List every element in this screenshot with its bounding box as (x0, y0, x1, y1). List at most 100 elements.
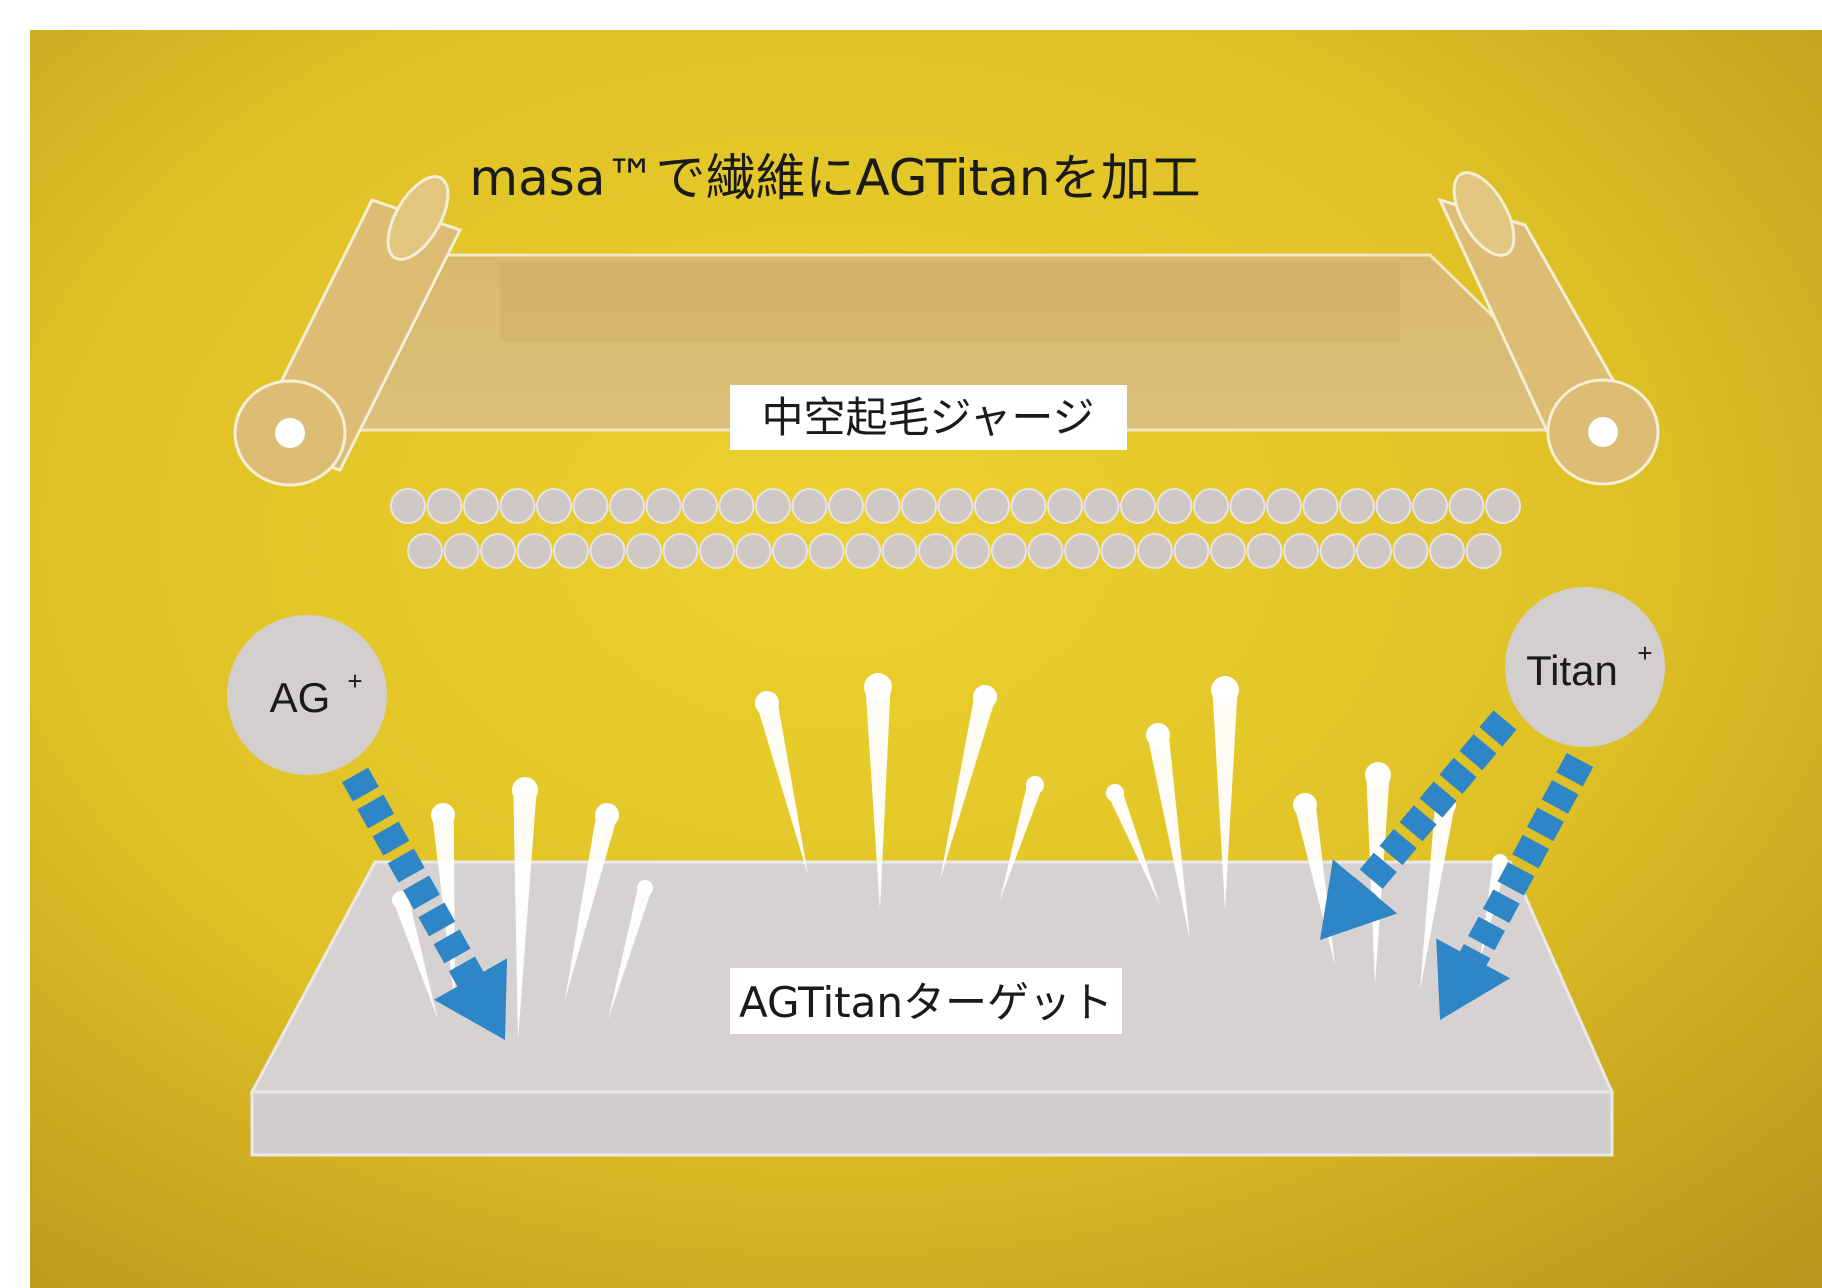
fiber-particle (755, 488, 791, 524)
fiber-particle (1412, 488, 1448, 524)
fiber-particle (1392, 533, 1429, 569)
fiber-particle (645, 488, 682, 524)
fiber-particle (1246, 533, 1283, 569)
spike-head (1211, 676, 1239, 704)
target-label-box (730, 968, 1122, 1034)
fiber-particle (1319, 533, 1356, 569)
fiber-particle (682, 488, 718, 524)
spike-head (431, 803, 455, 827)
fiber-particle (1120, 488, 1156, 524)
spike (1420, 805, 1455, 990)
spike-head (595, 803, 619, 827)
fiber-particle (1283, 533, 1319, 569)
fiber-particle (991, 533, 1027, 569)
fiber-particle (553, 533, 589, 569)
titan-ion: Titan + (1505, 587, 1665, 747)
arrow-shaft (1459, 752, 1594, 966)
fiber-particle (845, 533, 881, 569)
spike (392, 900, 438, 1020)
fiber-particle (516, 533, 553, 569)
fiber-particle (609, 488, 645, 524)
spike (940, 697, 996, 880)
right-roller (1437, 171, 1660, 486)
fiber-particle (536, 488, 572, 524)
sputter-spikes (392, 673, 1508, 1040)
spike (608, 888, 653, 1020)
fiber-particles (390, 488, 1521, 569)
fiber-particle (1210, 533, 1246, 569)
fiber-particle (954, 533, 991, 569)
fiber-particle (881, 533, 918, 569)
fiber-particle (901, 488, 937, 524)
ag-ion-label: AG (270, 674, 331, 721)
fiber-particle (974, 488, 1010, 524)
ag-ion-charge: + (347, 666, 362, 696)
fiber-particle (390, 488, 426, 524)
fiber-particle (1485, 488, 1521, 524)
spike-head (1106, 784, 1124, 802)
ag-ion-circle (227, 615, 387, 775)
arrow-shaft (341, 767, 484, 987)
fabric-label: 中空起毛ジャージ (761, 393, 1094, 442)
spike (1000, 785, 1044, 900)
fiber-particle (699, 533, 735, 569)
spike-head (1146, 723, 1170, 747)
fiber-particle (1193, 488, 1229, 524)
fiber-particle (1137, 533, 1173, 569)
fiber-particle (589, 533, 626, 569)
spike-head (1365, 762, 1391, 788)
roller-hole (1588, 417, 1618, 447)
fiber-particle (1356, 533, 1392, 569)
fiber-particle (463, 488, 499, 524)
fiber-particle (828, 488, 864, 524)
fiber-particle (1047, 488, 1083, 524)
fiber-particle (791, 488, 828, 524)
spike-head (755, 691, 779, 715)
spike (1106, 793, 1160, 905)
fiber-particle (937, 488, 974, 524)
fiber-particle (1375, 488, 1412, 524)
fiber-particle (443, 533, 480, 569)
ion-arrows (341, 710, 1594, 1040)
fabric-texture (500, 262, 1400, 342)
fiber-particle (735, 533, 772, 569)
fiber-particle (572, 488, 609, 524)
spike (1212, 690, 1238, 910)
spike (565, 815, 618, 1000)
fabric-label-box (730, 385, 1127, 450)
roller-hole (275, 418, 305, 448)
fiber-particle (808, 533, 845, 569)
fiber-particle (918, 533, 954, 569)
fiber-particle (626, 533, 662, 569)
fiber-particle (1429, 533, 1465, 569)
arrow-head (1436, 938, 1511, 1020)
fiber-particle (1010, 488, 1047, 524)
spike (865, 687, 891, 910)
titan-ion-charge: + (1637, 638, 1652, 668)
titan-ion-label: Titan (1526, 647, 1618, 694)
arrow-shaft (1353, 710, 1517, 897)
spike (513, 790, 537, 1040)
spike (756, 703, 808, 875)
fiber-particle (407, 533, 443, 569)
fiber-particle (662, 533, 699, 569)
arrow-head (1320, 859, 1398, 940)
spike-head (1492, 854, 1508, 870)
fiber-particle (1266, 488, 1302, 524)
spike-head (1293, 793, 1317, 817)
fiber-particle (1302, 488, 1339, 524)
spike-head (1026, 776, 1044, 794)
fiber-particle (1027, 533, 1064, 569)
fabric-roll (233, 171, 1660, 487)
fiber-particle (1100, 533, 1137, 569)
fiber-particle (426, 488, 463, 524)
fiber-particle (718, 488, 755, 524)
spike-head (864, 673, 892, 701)
fiber-particle (1229, 488, 1266, 524)
target-label: AGTitanターゲット (739, 978, 1113, 1027)
target-front (250, 1090, 1614, 1157)
fiber-particle (1173, 533, 1210, 569)
fiber-particle (772, 533, 808, 569)
